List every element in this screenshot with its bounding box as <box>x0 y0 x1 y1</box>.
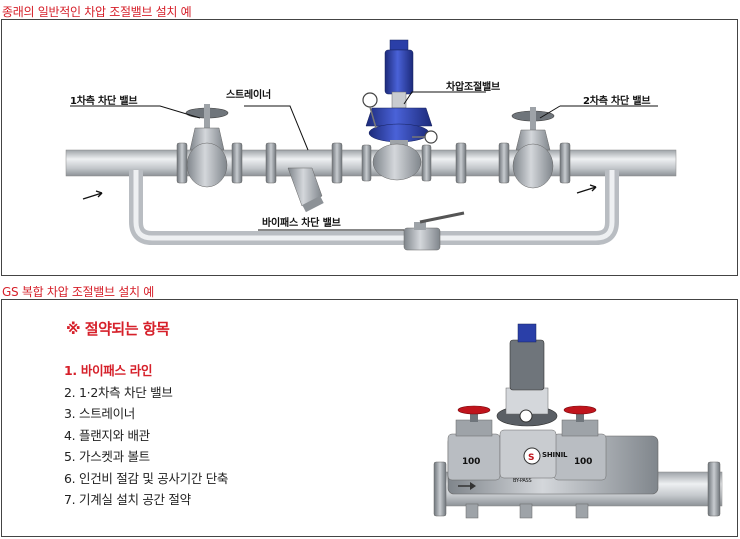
bottom-section-title: GS 복합 차압 조절밸브 설치 예 <box>2 285 155 299</box>
secondary-gate-valve <box>511 107 555 189</box>
label-secondary-valve: 2차측 차단 밸브 <box>583 96 651 107</box>
flow-arrow-right <box>576 184 597 194</box>
differential-pressure-valve <box>362 39 438 181</box>
svg-text:S: S <box>528 453 534 463</box>
device-right-size: 100 <box>574 457 593 467</box>
list-item: 6. 인건비 절감 및 공사기간 단축 <box>64 470 229 486</box>
device-brand: SHINIL <box>542 451 568 459</box>
conventional-installation-diagram <box>65 39 677 251</box>
flow-arrow-left <box>82 190 103 200</box>
list-item: 5. 가스켓과 볼트 <box>64 449 150 464</box>
bypass-ball-valve <box>403 211 465 251</box>
label-bypass-valve: 바이패스 차단 밸브 <box>262 218 341 229</box>
flanges <box>176 142 571 184</box>
label-pressure-valve: 차압조절밸브 <box>446 82 500 93</box>
savings-list-title: ※ 절약되는 항목 <box>66 320 170 338</box>
label-primary-valve: 1차측 차단 밸브 <box>70 96 138 107</box>
list-item: 3. 스트레이너 <box>64 406 135 421</box>
strainer <box>275 149 333 213</box>
list-item: 2. 1·2차측 차단 밸브 <box>64 384 173 400</box>
list-item: 4. 플랜지와 배관 <box>64 427 150 443</box>
top-section-title: 종래의 일반적인 차압 조절밸브 설치 예 <box>2 5 192 19</box>
device-left-size: 100 <box>462 457 481 467</box>
list-item: 1. 바이패스 라인 <box>64 363 153 378</box>
list-item: 7. 기계실 설치 공간 절약 <box>64 492 191 507</box>
savings-list: 1. 바이패스 라인 2. 1·2차측 차단 밸브 3. 스트레이너 4. 플랜… <box>64 360 228 511</box>
label-strainer: 스트레이너 <box>226 90 271 101</box>
device-bypass-label: BY-PASS <box>513 478 532 484</box>
primary-gate-valve <box>185 104 229 188</box>
